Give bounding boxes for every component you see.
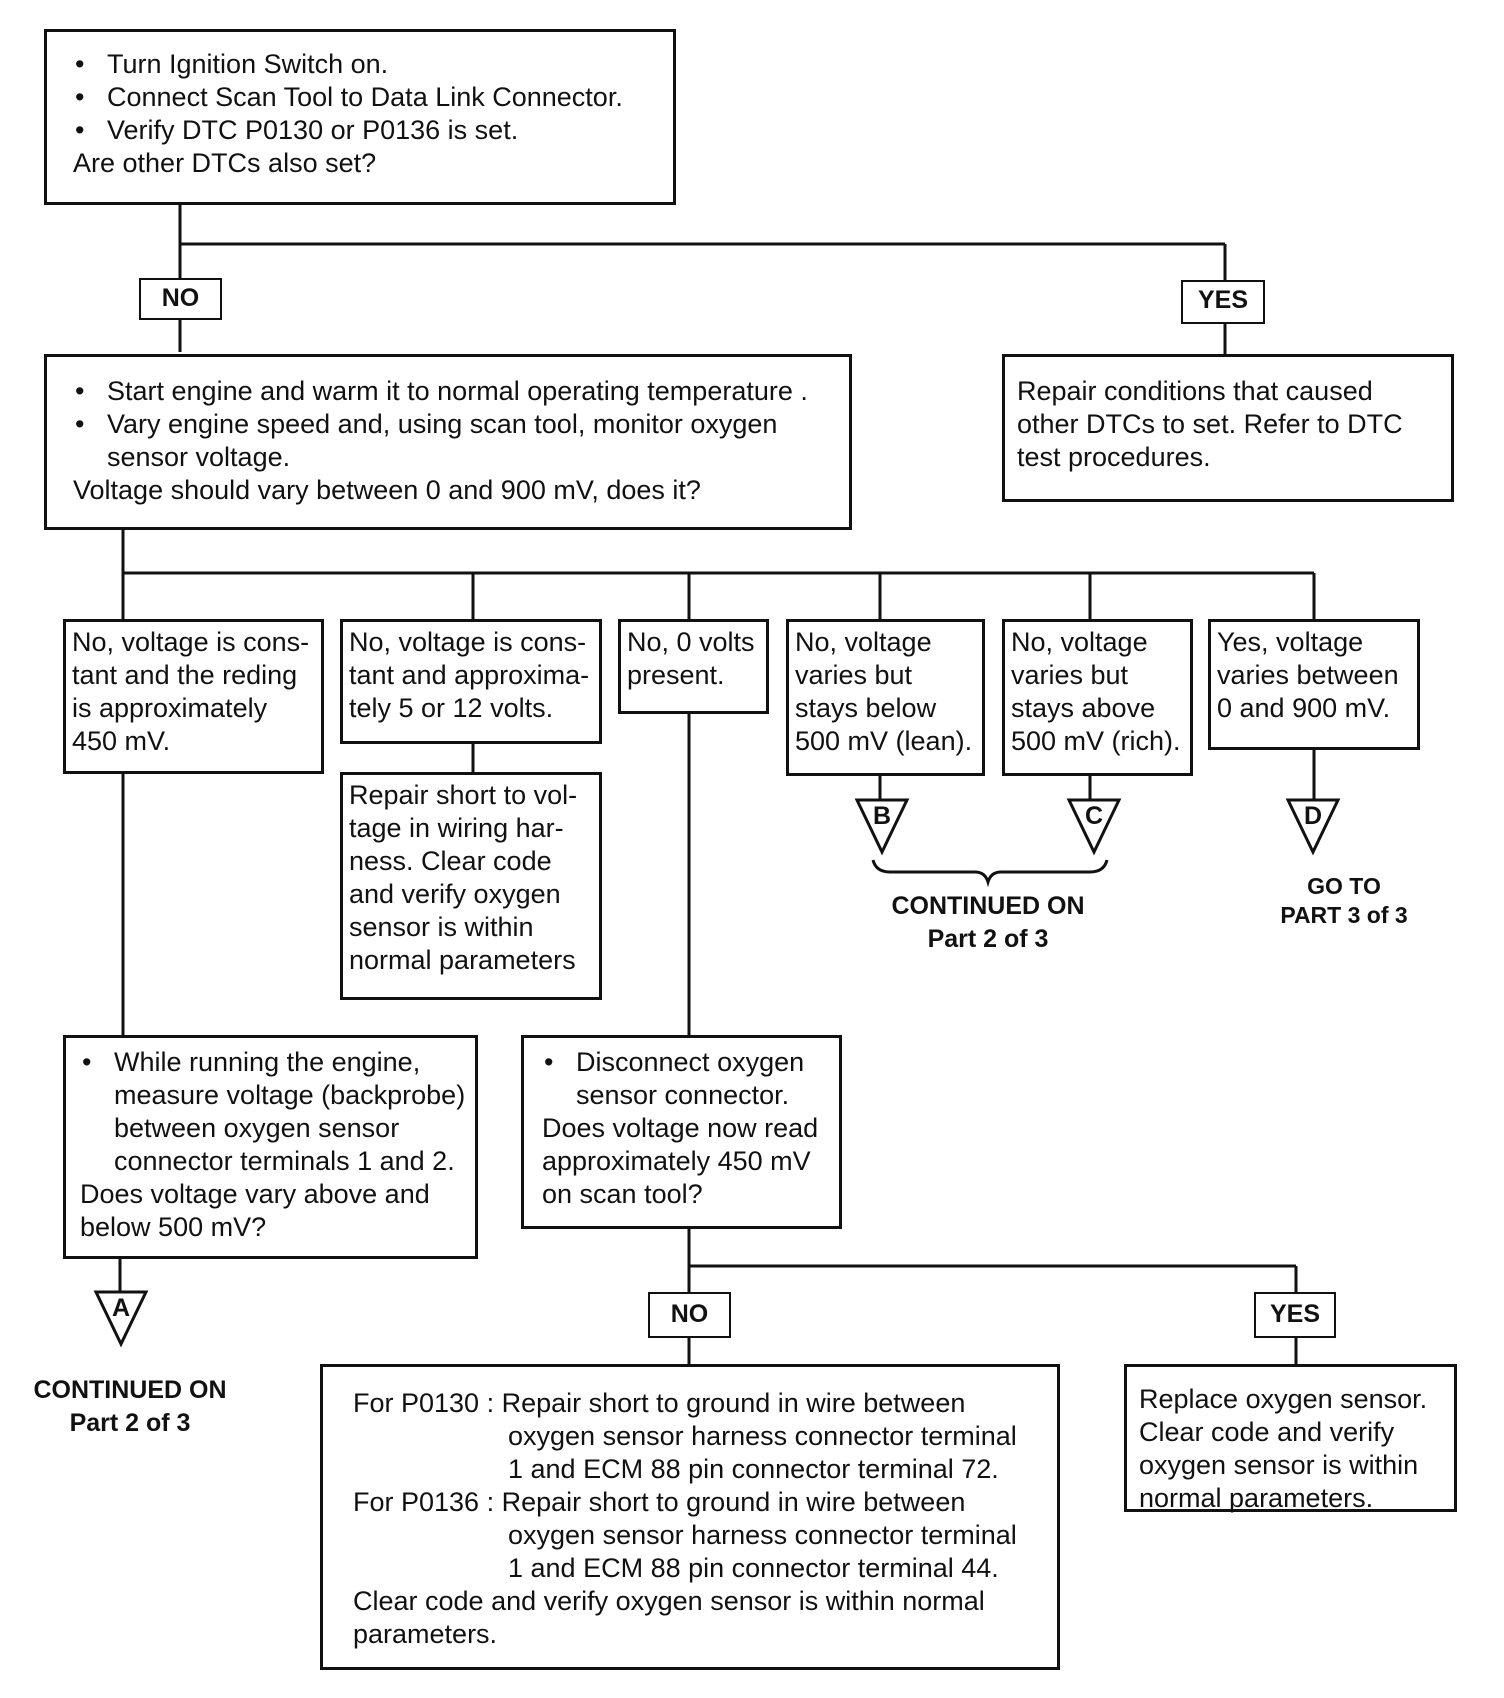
start-step-3: Verify DTC P0130 or P0136 is set. (73, 114, 665, 147)
p0130-prefix: For P0130 : (353, 1388, 495, 1418)
continued-on-a-note: CONTINUED ON Part 2 of 3 (33, 1376, 227, 1437)
connector-d-letter: D (1303, 802, 1323, 830)
disconnect-sensor-box: Disconnect oxygen sensor connector. Does… (521, 1035, 842, 1229)
repair-short-to-ground-box: For P0130 : Repair short to ground in wi… (320, 1364, 1060, 1670)
voltage-check-box: Start engine and warm it to normal opera… (44, 354, 852, 530)
goto-part3-note: GO TO PART 3 of 3 (1280, 873, 1408, 928)
option-rich: No, voltage varies but stays above 500 m… (1002, 619, 1193, 776)
check-question: Voltage should vary between 0 and 900 mV… (73, 475, 701, 505)
repair-other-dtcs-box: Repair conditions that caused other DTCs… (1002, 354, 1454, 502)
branch1-yes-label: YES (1181, 280, 1265, 324)
connector-a-letter: A (111, 1294, 131, 1322)
measure-voltage-box: While running the engine, measure voltag… (63, 1035, 478, 1259)
option-constant-450mv: No, voltage is cons- tant and the reding… (63, 619, 324, 774)
start-step-2: Connect Scan Tool to Data Link Connector… (73, 81, 665, 114)
continued-on-bc-note: CONTINUED ON Part 2 of 3 (891, 892, 1085, 953)
option-normal-varies: Yes, voltage varies between 0 and 900 mV… (1208, 619, 1420, 750)
check-step-2-cont: sensor voltage. (107, 442, 291, 472)
branch2-no-label: NO (648, 1292, 731, 1338)
check-step-1: Start engine and warm it to normal opera… (73, 375, 841, 408)
branch2-yes-label: YES (1254, 1292, 1336, 1338)
check-step-2: Vary engine speed and, using scan tool, … (73, 408, 841, 441)
connector-triangle-c (1066, 798, 1122, 856)
option-constant-5-12v: No, voltage is cons- tant and approxima-… (340, 619, 602, 744)
start-step-1: Turn Ignition Switch on. (73, 48, 665, 81)
connector-triangle-d (1285, 798, 1341, 856)
connector-b-letter: B (872, 802, 892, 830)
start-step-box: Turn Ignition Switch on. Connect Scan To… (44, 29, 676, 205)
p0136-prefix: For P0136 : (353, 1487, 495, 1517)
start-question: Are other DTCs also set? (73, 148, 377, 178)
replace-sensor-box: Replace oxygen sensor. Clear code and ve… (1124, 1364, 1457, 1513)
connector-triangle-b (854, 798, 910, 856)
branch1-no-label: NO (139, 278, 222, 320)
option-lean: No, voltage varies but stays below 500 m… (786, 619, 985, 776)
connector-triangle-a (93, 1290, 149, 1348)
repair-short-to-voltage-box: Repair short to vol- tage in wiring har-… (340, 772, 602, 1000)
option-zero-volts: No, 0 volts present. (618, 619, 769, 714)
connector-c-letter: C (1084, 802, 1104, 830)
